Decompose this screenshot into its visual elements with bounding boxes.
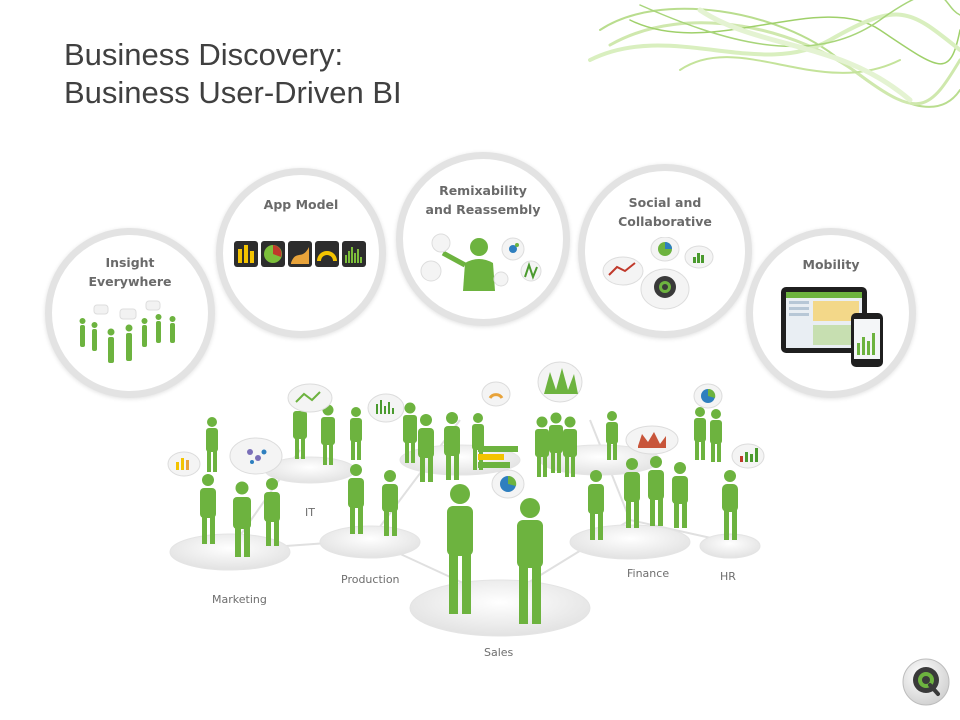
app-tiles-icon bbox=[234, 241, 366, 267]
dept-label-hr: HR bbox=[720, 570, 736, 583]
mini-charts bbox=[176, 368, 758, 492]
remix-person-icon bbox=[420, 233, 542, 291]
qlik-logo-icon bbox=[902, 658, 950, 706]
pillar-remixability: Remixability and Reassembly bbox=[396, 152, 570, 326]
pillar-social-collaborative: Social and Collaborative bbox=[578, 164, 752, 338]
pillar-insight-everywhere: Insight Everywhere bbox=[45, 228, 215, 398]
pillar-title: App Model bbox=[263, 197, 339, 212]
page-title: Business Discovery: Business User-Driven… bbox=[64, 36, 402, 112]
social-bubbles-icon bbox=[602, 237, 714, 310]
dept-label-marketing: Marketing bbox=[212, 593, 267, 606]
page-title-line1: Business Discovery: bbox=[64, 37, 344, 72]
pillar-title: Remixability and Reassembly bbox=[425, 183, 541, 217]
people-network-icon bbox=[79, 300, 176, 363]
dept-label-it: IT bbox=[305, 506, 315, 519]
page-title-line2: Business User-Driven BI bbox=[64, 75, 402, 110]
dept-label-production: Production bbox=[341, 573, 400, 586]
dept-label-sales: Sales bbox=[484, 646, 514, 659]
green-swirl-decoration bbox=[588, 0, 960, 108]
tablet-phone-icon bbox=[781, 287, 883, 367]
pillar-title: Insight Everywhere bbox=[88, 255, 172, 289]
business-users-network bbox=[167, 361, 765, 637]
dept-label-finance: Finance bbox=[627, 567, 670, 580]
pillar-title: Social and Collaborative bbox=[618, 195, 712, 229]
pillar-app-model: App Model bbox=[216, 168, 386, 338]
pillar-mobility: Mobility bbox=[746, 228, 916, 398]
pillar-title: Mobility bbox=[802, 257, 860, 272]
